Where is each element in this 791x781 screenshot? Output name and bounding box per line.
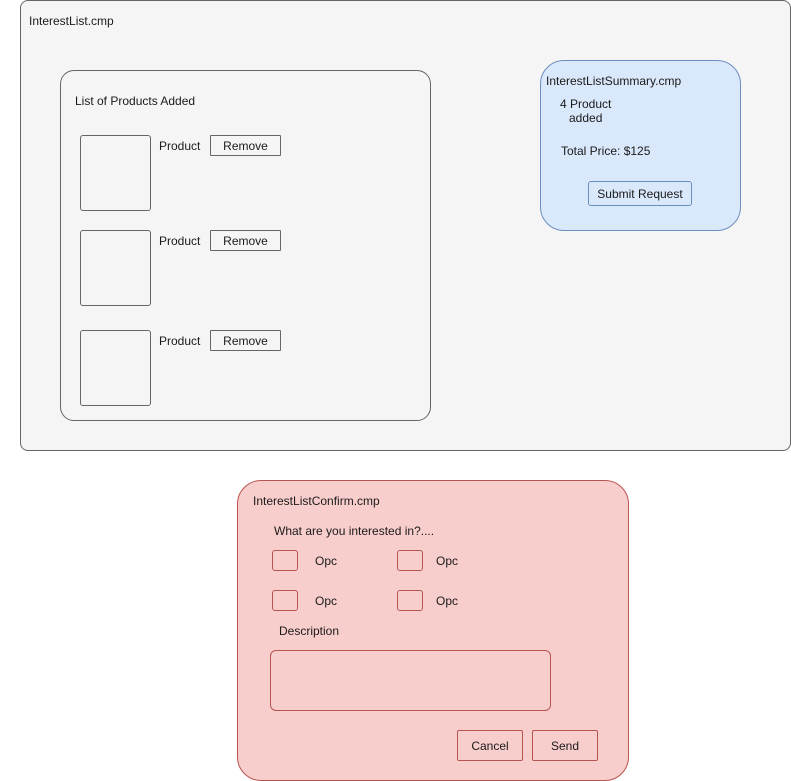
total-price: Total Price: $125 xyxy=(561,144,651,158)
interest-list-title: InterestList.cmp xyxy=(29,14,114,28)
product-thumbnail xyxy=(80,135,151,211)
description-input[interactable] xyxy=(270,650,551,711)
description-label: Description xyxy=(279,624,340,638)
product-label: Product xyxy=(159,234,201,248)
remove-button[interactable]: Remove xyxy=(210,135,281,156)
option-label: Opc xyxy=(315,554,338,568)
summary-title: InterestListSummary.cmp xyxy=(546,74,682,88)
product-label: Product xyxy=(159,139,201,153)
option-label: Opc xyxy=(436,594,459,608)
cancel-button[interactable]: Cancel xyxy=(457,730,523,761)
product-thumbnail xyxy=(80,330,151,406)
option-checkbox[interactable] xyxy=(272,590,298,611)
interest-question: What are you interested in?.... xyxy=(274,524,435,538)
submit-request-button[interactable]: Submit Request xyxy=(588,181,692,206)
option-checkbox[interactable] xyxy=(397,550,423,571)
product-count-line1: 4 Product xyxy=(560,97,612,111)
remove-button[interactable]: Remove xyxy=(210,230,281,251)
option-checkbox[interactable] xyxy=(272,550,298,571)
product-label: Product xyxy=(159,334,201,348)
product-count-line2: added xyxy=(569,111,603,125)
summary-panel xyxy=(540,60,741,231)
option-checkbox[interactable] xyxy=(397,590,423,611)
option-label: Opc xyxy=(436,554,459,568)
product-thumbnail xyxy=(80,230,151,306)
confirm-title: InterestListConfirm.cmp xyxy=(253,494,380,508)
send-button[interactable]: Send xyxy=(532,730,598,761)
products-panel-title: List of Products Added xyxy=(75,94,196,108)
remove-button[interactable]: Remove xyxy=(210,330,281,351)
option-label: Opc xyxy=(315,594,338,608)
